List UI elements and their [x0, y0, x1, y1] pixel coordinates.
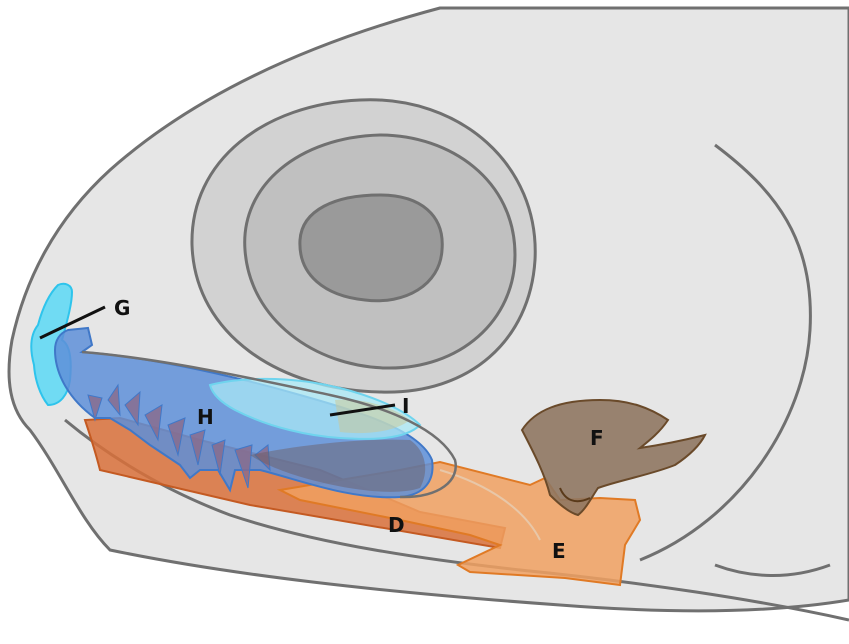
quadrate-bone [520, 398, 707, 517]
articular-inner-line [439, 469, 541, 541]
quadrate-condyle [559, 487, 591, 503]
label-d: D [388, 513, 405, 537]
label-f: F [590, 426, 604, 450]
leader-line-g [39, 305, 106, 340]
label-h: H [197, 405, 214, 429]
tooth [167, 417, 186, 457]
tooth [211, 439, 226, 476]
leader-line-i [329, 403, 396, 417]
tooth [107, 383, 121, 417]
tooth [234, 444, 253, 489]
jaw-overlap-shadow [250, 439, 426, 492]
operculum-line [639, 143, 812, 562]
tooth [124, 390, 141, 427]
operculum-lower-line [714, 563, 831, 577]
label-g: G [114, 296, 130, 320]
tooth [254, 444, 271, 472]
maxilla-teeth [87, 383, 271, 489]
tooth [87, 394, 103, 422]
eye-pupil [298, 193, 444, 303]
label-e: E [552, 539, 566, 563]
translucent-bone-tip [335, 399, 410, 434]
label-i: I [402, 394, 409, 418]
tooth [144, 404, 163, 442]
tooth [189, 429, 206, 466]
